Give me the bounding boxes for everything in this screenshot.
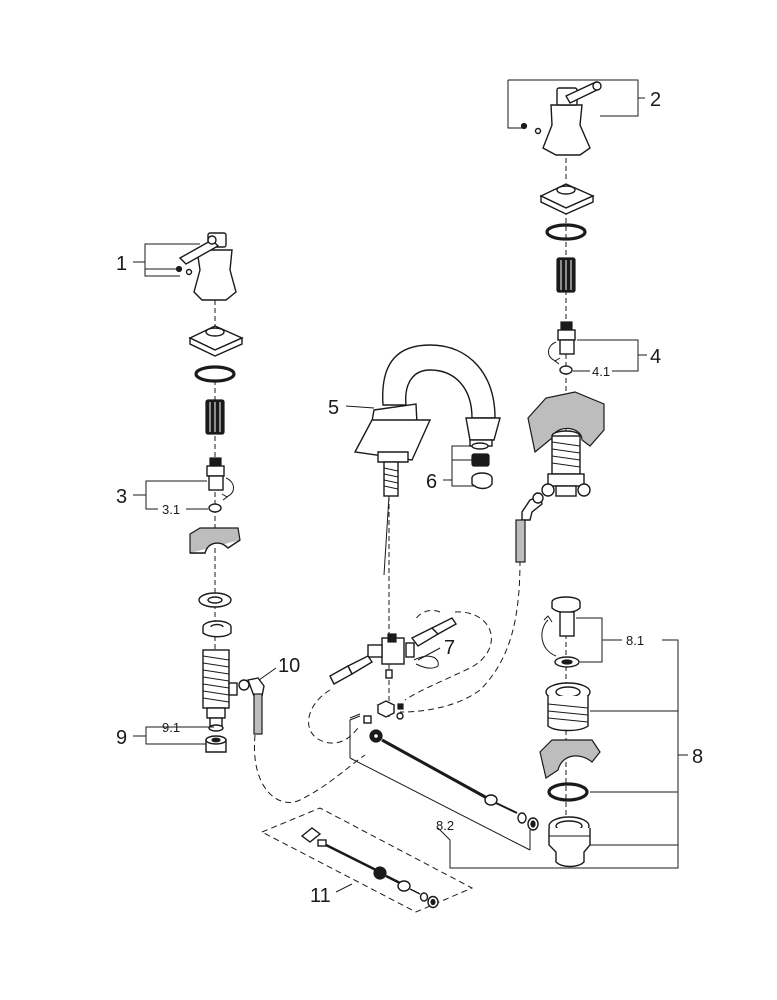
- leader-lines: [133, 79, 688, 893]
- aerator-parts-6: [471, 442, 493, 490]
- left-lock-nuts-9: [205, 724, 227, 753]
- callout-8-2: 8.2: [436, 818, 454, 833]
- callout-9-1: 9.1: [162, 720, 180, 735]
- left-valve-body: [202, 649, 238, 727]
- right-flex-hose: [515, 492, 544, 563]
- right-o-ring: [545, 223, 587, 241]
- callout-9: 9: [116, 727, 127, 749]
- left-extension-sleeve: [205, 399, 225, 435]
- left-washer-3-1: [208, 503, 222, 513]
- left-cartridge: [206, 457, 234, 501]
- callout-8-1: 8.1: [626, 633, 644, 648]
- left-lever-handle: [175, 232, 237, 301]
- pop-up-linkage-parts: [349, 700, 404, 724]
- drain-gasket: [547, 782, 589, 802]
- left-mounting-shim: [189, 527, 241, 554]
- right-washer-4-1: [559, 365, 573, 375]
- callout-6: 6: [426, 471, 437, 493]
- left-mount-washers: [198, 592, 232, 638]
- callout-5: 5: [328, 397, 339, 419]
- left-escutcheon: [188, 325, 244, 357]
- callout-labels: 1 2 3 3.1 4 4.1 5 6 7 8 8.1 8.2 9 9.1 10…: [116, 89, 703, 907]
- right-escutcheon: [539, 183, 595, 215]
- callout-3: 3: [116, 486, 127, 508]
- right-lever-handle: [520, 81, 602, 156]
- left-flex-hose-10: [238, 677, 265, 735]
- spout-5: [353, 344, 501, 576]
- callout-11: 11: [310, 885, 331, 907]
- callout-3-1: 3.1: [162, 502, 180, 517]
- left-o-ring: [194, 365, 236, 383]
- right-cartridge: [548, 321, 576, 365]
- hose-routing-lines: [253, 559, 521, 803]
- right-extension-sleeve: [556, 257, 576, 293]
- right-valve-body: [541, 430, 591, 497]
- callout-7: 7: [444, 637, 455, 659]
- callout-4: 4: [650, 346, 661, 368]
- callout-2: 2: [650, 89, 661, 111]
- drain-body: [548, 816, 591, 868]
- assembly-axes: [214, 150, 567, 860]
- callout-1: 1: [116, 253, 127, 275]
- callout-10: 10: [278, 655, 300, 677]
- tee-connector-7: [329, 617, 458, 700]
- lift-rod-8-2: [369, 729, 539, 831]
- drain-stopper-8-1: [541, 596, 581, 668]
- drain-flange: [545, 682, 591, 732]
- drain-shim: [539, 739, 601, 779]
- kit-11-box: [260, 807, 474, 913]
- callout-8: 8: [692, 746, 703, 768]
- callout-4-1: 4.1: [592, 364, 610, 379]
